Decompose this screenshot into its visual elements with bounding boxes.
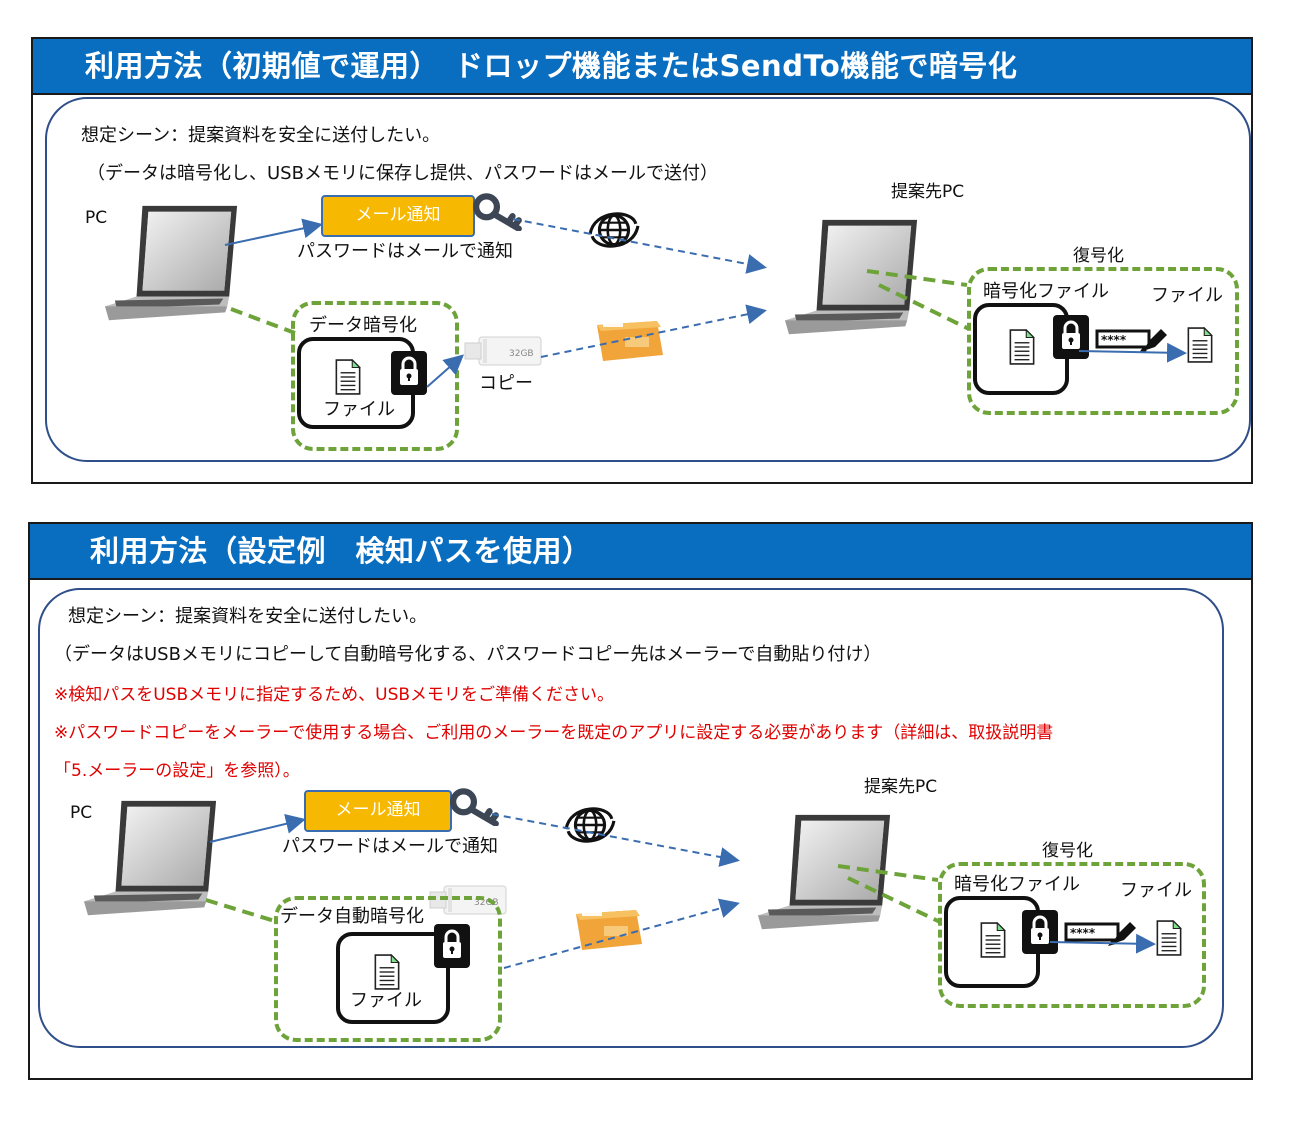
panel2-title-banner: 利用方法（設定例 検知パスを使用）	[30, 524, 1251, 580]
panel2-connectors	[205, 813, 1156, 969]
panel2-encrypted-file-label: 暗号化ファイル	[954, 874, 1080, 895]
panel2-pc-label: PC	[70, 803, 93, 823]
panel1-encrypt-zone	[291, 301, 459, 451]
panel2-password-note: パスワードはメールで通知	[282, 836, 498, 857]
panel2-auto-encrypt-zone	[274, 896, 502, 1042]
panel1-scene-text: 想定シーン：提案資料を安全に送付したい。	[81, 125, 441, 146]
panel1-password-note: パスワードはメールで通知	[297, 241, 513, 262]
panel2-decrypt-zone	[938, 862, 1206, 1008]
panel1-decrypt-zone	[967, 267, 1239, 415]
panel2-note-manual-ref: 「5.メーラーの設定」を参照）。	[54, 761, 300, 781]
panel-default-usage: 利用方法（初期値で運用） ドロップ機能またはSendTo機能で暗号化 想定シーン…	[31, 37, 1253, 484]
panel2-lock-icon	[434, 924, 470, 968]
panel1-pc-label: PC	[85, 208, 108, 228]
panel1-decrypt-label: 復号化	[1073, 246, 1124, 266]
panel2-decrypt-label: 復号化	[1042, 841, 1093, 861]
panel1-file-label: ファイル	[323, 399, 395, 420]
panel2-description-text: （データはUSBメモリにコピーして自動暗号化する、パスワードコピー先はメーラーで…	[54, 644, 882, 665]
panel1-title: 利用方法（初期値で運用） ドロップ機能またはSendTo機能で暗号化	[85, 49, 1018, 83]
panel1-encrypt-label: データ暗号化	[309, 315, 417, 336]
panel2-file-label: ファイル	[350, 990, 422, 1011]
panel1-usb-capacity: 32GB	[509, 349, 534, 359]
panel2-destination-pc-label: 提案先PC	[864, 777, 938, 797]
panel1-destination-pc-label: 提案先PC	[891, 182, 965, 202]
panel1-copy-label: コピー	[479, 373, 533, 394]
panel2-title: 利用方法（設定例 検知パスを使用）	[90, 534, 592, 568]
panel2-mail-notify-button[interactable]: メール通知	[304, 790, 452, 832]
panel1-title-banner: 利用方法（初期値で運用） ドロップ機能またはSendTo機能で暗号化	[33, 39, 1251, 95]
panel2-dest-lock-icon	[1022, 910, 1058, 954]
panel1-output-file-label: ファイル	[1151, 285, 1223, 306]
panel1-mail-notify-button[interactable]: メール通知	[321, 195, 475, 237]
panel1-scenario-frame	[45, 97, 1251, 462]
panel2-note-mailer: ※パスワードコピーをメーラーで使用する場合、ご利用のメーラーを既定のアプリに設定…	[54, 723, 1054, 743]
panel2-scenario-frame	[38, 588, 1224, 1048]
panel1-lock-icon	[391, 351, 427, 395]
panel2-note-usb: ※検知パスをUSBメモリに指定するため、USBメモリをご準備ください。	[54, 685, 615, 705]
panel1-connectors	[224, 218, 1187, 388]
panel-detection-path-usage: 利用方法（設定例 検知パスを使用） 想定シーン：提案資料を安全に送付したい。 （…	[28, 522, 1253, 1080]
panel2-scene-text: 想定シーン：提案資料を安全に送付したい。	[68, 606, 428, 627]
panel2-auto-encrypt-label: データ自動暗号化	[280, 906, 424, 927]
panel2-output-file-label: ファイル	[1120, 880, 1192, 901]
panel1-encrypted-file-label: 暗号化ファイル	[983, 281, 1109, 302]
panel1-description-text: （データは暗号化し、USBメモリに保存し提供、パスワードはメールで送付）	[87, 163, 718, 184]
